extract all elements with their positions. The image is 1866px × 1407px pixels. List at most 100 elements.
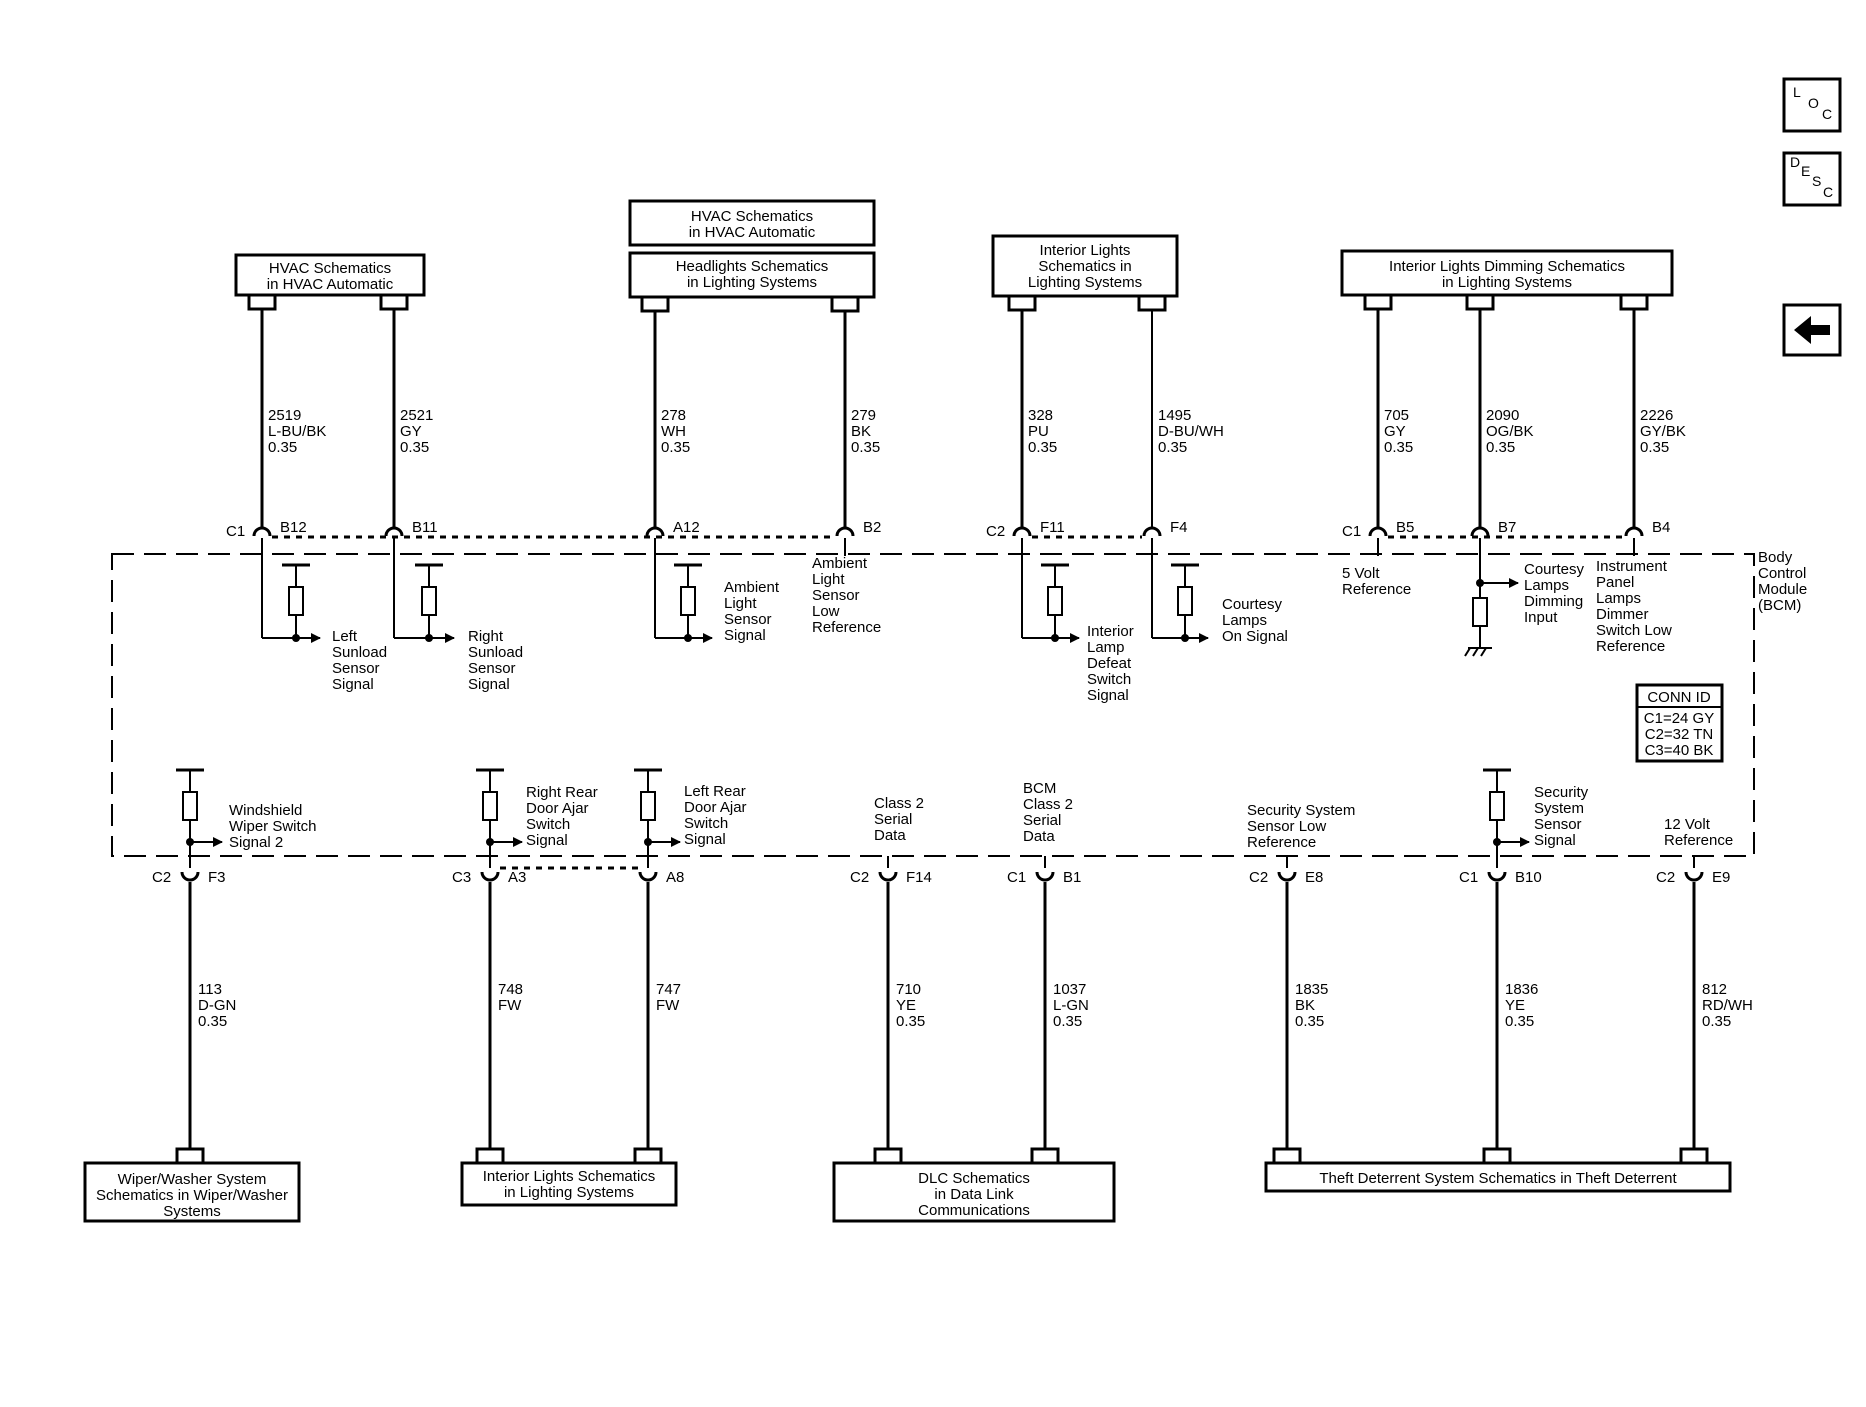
top-signal-label-4-line: Switch	[1087, 671, 1131, 688]
bottom-signal-label-6-line: Sensor	[1534, 816, 1582, 833]
bottom-plug-3	[873, 1147, 903, 1163]
bottom-signal-label-0-line: Signal 2	[229, 834, 283, 851]
left-arrow-icon	[1794, 316, 1830, 344]
top-circuit-5-line: D-BU/WH	[1158, 423, 1224, 440]
junction-dot-1	[425, 634, 433, 642]
bottom-conn-label-3: C2	[850, 869, 869, 886]
top-box-1[interactable]	[628, 199, 876, 247]
desc-letter: D	[1790, 154, 1800, 170]
bottom-signal-label-6-line: System	[1534, 800, 1584, 817]
bottom-circuit-3-line: YE	[896, 997, 916, 1014]
bottom-box-text-0-line: Schematics in Wiper/Washer	[96, 1187, 288, 1204]
bottom-circuit-4-line: 1037	[1053, 981, 1086, 998]
top-pin-label-8: B4	[1652, 519, 1670, 536]
top-box-0[interactable]	[234, 253, 426, 297]
top-plug-3	[830, 297, 860, 313]
top-pin-label-5: F4	[1170, 519, 1188, 536]
top-signal-label-3-line: Ambient	[812, 555, 868, 572]
bottom-circuit-1-line: 748	[498, 981, 523, 998]
top-box-text-3-line: Interior Lights	[1040, 242, 1131, 259]
conn-id-row: C1=24 GY	[1644, 710, 1714, 727]
top-conn-label-6: C1	[1342, 523, 1361, 540]
pullup-resistor-1	[421, 586, 437, 616]
bottom-signal-label-5-line: Sensor Low	[1247, 818, 1326, 835]
bottom-pullup-0	[182, 791, 198, 821]
bottom-circuit-5-line: 0.35	[1295, 1013, 1324, 1030]
loc-letter: L	[1793, 84, 1801, 100]
top-circuit-3-line: 0.35	[851, 439, 880, 456]
top-signal-label-2-line: Light	[724, 595, 757, 612]
bottom-box-1[interactable]	[460, 1161, 678, 1207]
module-name-line: Module	[1758, 581, 1807, 598]
top-signal-label-1-line: Sunload	[468, 644, 523, 661]
bottom-signal-label-1-line: Right Rear	[526, 784, 598, 801]
top-box-3[interactable]	[991, 234, 1179, 298]
loc-button[interactable]: LOC	[1782, 77, 1842, 133]
top-circuit-8-line: 0.35	[1640, 439, 1669, 456]
top-conn-label-0: C1	[226, 523, 245, 540]
bottom-box-2[interactable]	[832, 1161, 1116, 1223]
top-signal-label-6-line: 5 Volt	[1342, 565, 1380, 582]
desc-letter: S	[1812, 173, 1821, 189]
top-pin-label-3: B2	[863, 519, 881, 536]
top-circuit-4-line: 0.35	[1028, 439, 1057, 456]
bottom-pin-2	[638, 871, 658, 882]
top-signal-label-5-line: Courtesy	[1222, 596, 1283, 613]
desc-button-frame[interactable]	[1782, 151, 1842, 207]
bottom-signal-label-5-line: Security System	[1247, 802, 1355, 819]
top-pin-label-6: B5	[1396, 519, 1414, 536]
junction-dot-2	[684, 634, 692, 642]
top-box-4[interactable]	[1340, 249, 1674, 297]
top-pin-label-2: A12	[673, 519, 700, 536]
bottom-box-text-3: Theft Deterrent System Schematics in The…	[1319, 1170, 1677, 1187]
bottom-signal-label-1-line: Switch	[526, 816, 570, 833]
bottom-signal-label-1-line: Signal	[526, 832, 568, 849]
top-box-text-3-line: Lighting Systems	[1028, 274, 1142, 291]
top-signal-label-0-line: Sunload	[332, 644, 387, 661]
bottom-box-0[interactable]	[83, 1161, 301, 1223]
top-signal-label-2-line: Signal	[724, 627, 766, 644]
top-pin-label-0: B12	[280, 519, 307, 536]
top-circuit-3-line: 279	[851, 407, 876, 424]
top-signal-label-3-line: Low	[812, 603, 840, 620]
back-button[interactable]	[1782, 303, 1842, 357]
top-circuit-6-line: GY	[1384, 423, 1406, 440]
top-signal-label-6-line: Reference	[1342, 581, 1411, 598]
bottom-signal-label-0-line: Windshield	[229, 802, 302, 819]
top-signal-label-4-line: Interior	[1087, 623, 1134, 640]
top-signal-label-7-line: Courtesy	[1524, 561, 1585, 578]
top-signal-label-7-line: Lamps	[1524, 577, 1569, 594]
top-box-text-4-line: Interior Lights Dimming Schematics	[1389, 258, 1625, 275]
bottom-signal-label-0-line: Wiper Switch	[229, 818, 317, 835]
junction-dot-0	[292, 634, 300, 642]
top-plug-6	[1363, 295, 1393, 311]
bottom-conn-label-5: C2	[1249, 869, 1268, 886]
bottom-box-3[interactable]	[1264, 1161, 1732, 1193]
loc-button-frame[interactable]	[1782, 77, 1842, 133]
bottom-pullup-2	[640, 791, 656, 821]
top-signal-label-7-line: Input	[1524, 609, 1558, 626]
bottom-pin-6	[1487, 871, 1507, 882]
top-box-2[interactable]	[628, 251, 876, 299]
top-signal-label-7-line: Dimming	[1524, 593, 1583, 610]
bottom-circuit-1-line: FW	[498, 997, 522, 1014]
bottom-conn-label-0: C2	[152, 869, 171, 886]
pullup-resistor-3	[1047, 586, 1063, 616]
bottom-pin-label-4: B1	[1063, 869, 1081, 886]
top-circuit-8-line: GY/BK	[1640, 423, 1686, 440]
bottom-signal-label-6-line: Security	[1534, 784, 1589, 801]
top-pin-1	[384, 526, 404, 537]
